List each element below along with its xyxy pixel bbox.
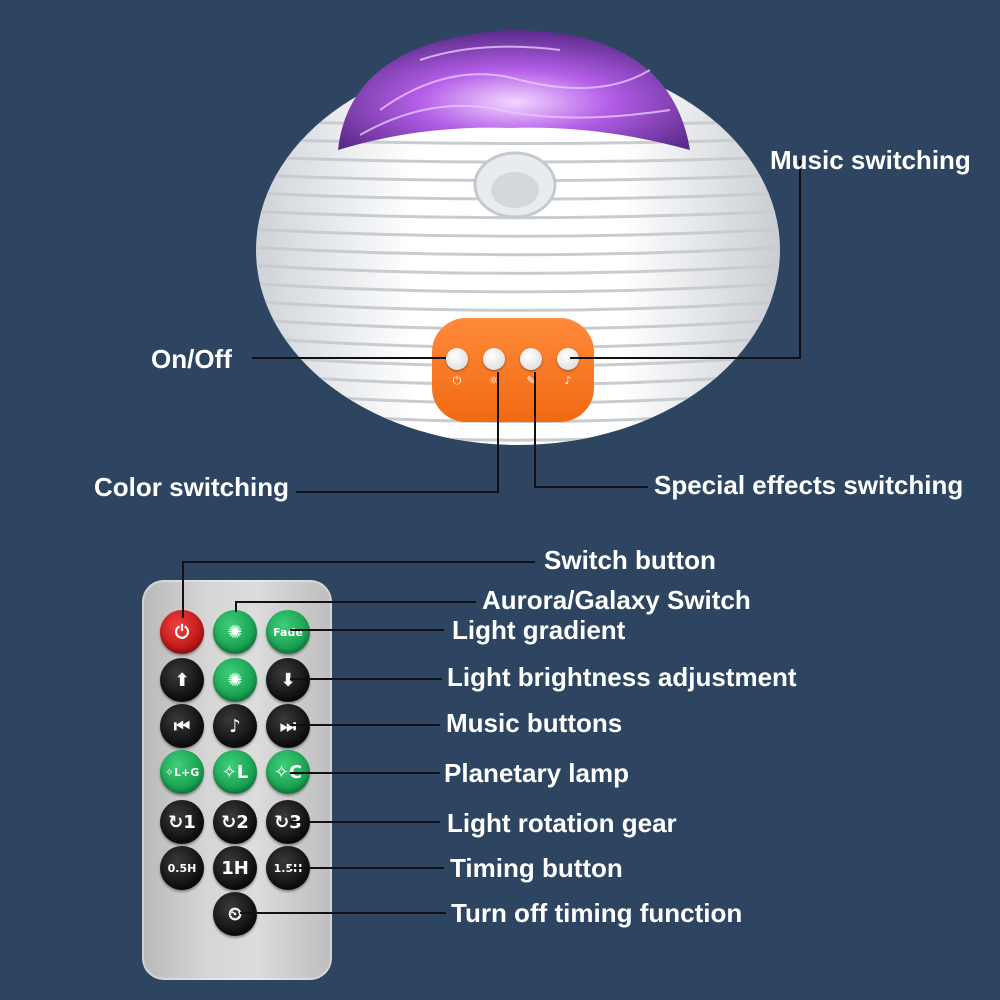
arrow-up-icon: ⬆ xyxy=(174,669,190,691)
control-panel: ⏻ ☼ ✎ ♪ xyxy=(432,318,594,422)
label-light-gradient: Light gradient xyxy=(452,615,626,645)
rotate-icon: ↻1 xyxy=(168,811,196,833)
remote-button[interactable]: ♪ xyxy=(213,704,257,748)
label-on-off: On/Off xyxy=(151,344,232,374)
label-planetary-lamp: Planetary lamp xyxy=(444,758,629,788)
projector-illustration xyxy=(256,30,780,445)
label-turn-off-timing: Turn off timing function xyxy=(451,898,743,928)
remote-button[interactable]: 0.5H xyxy=(160,846,204,890)
label-color-switching: Color switching xyxy=(94,472,289,502)
sun-icon: ✺ xyxy=(227,669,243,691)
label-music-buttons: Music buttons xyxy=(446,708,623,738)
remote-button[interactable]: 1.5H xyxy=(266,846,310,890)
wand-icon: ✎ xyxy=(526,374,536,387)
effects-button[interactable] xyxy=(520,348,542,370)
label-switch-button: Switch button xyxy=(544,545,716,575)
timer-icon: 1.5H xyxy=(273,861,303,875)
rotate-icon: ↻3 xyxy=(274,811,302,833)
clock-off-icon: ⏲ xyxy=(227,903,243,925)
remote-button[interactable]: ⬇ xyxy=(266,658,310,702)
fade-icon: Fade xyxy=(273,625,303,639)
remote-control: ⏻ ✺ Fade ⬆ ✺ ⬇ ⏮ ♪ ⏭ ✧L+G ✧L ✧C ↻1 ↻2 ↻3 0.5H 1H 1.5H ⏲ xyxy=(142,580,332,980)
remote-button[interactable]: ↻1 xyxy=(160,800,204,844)
color-button[interactable] xyxy=(483,348,505,370)
wand-icon: ✧L+G xyxy=(164,765,200,779)
remote-button[interactable]: ↻2 xyxy=(213,800,257,844)
label-timing-button: Timing button xyxy=(450,853,623,883)
rotate-icon: ↻2 xyxy=(221,811,249,833)
remote-button[interactable]: ⏻ xyxy=(160,610,204,654)
label-special-effects: Special effects switching xyxy=(654,470,964,500)
remote-button[interactable]: ✺ xyxy=(213,610,257,654)
timer-icon: 1H xyxy=(221,857,249,879)
remote-button[interactable]: ✧L xyxy=(213,750,257,794)
label-rotation-gear: Light rotation gear xyxy=(447,808,677,838)
sun-icon: ✺ xyxy=(227,621,243,643)
wand-icon: ✧L xyxy=(221,761,249,783)
label-music-switching: Music switching xyxy=(770,145,971,175)
label-aurora-galaxy: Aurora/Galaxy Switch xyxy=(482,585,751,615)
remote-button[interactable]: Fade xyxy=(266,610,310,654)
remote-button[interactable]: ⬆ xyxy=(160,658,204,702)
remote-button[interactable]: ⏮ xyxy=(160,704,204,748)
label-brightness: Light brightness adjustment xyxy=(447,662,797,692)
timer-icon: 0.5H xyxy=(167,861,197,875)
remote-button[interactable]: ✺ xyxy=(213,658,257,702)
remote-button[interactable]: ✧C xyxy=(266,750,310,794)
remote-button[interactable]: ⏭ xyxy=(266,704,310,748)
previous-icon: ⏮ xyxy=(173,715,191,737)
remote-button[interactable]: ⏲ xyxy=(213,892,257,936)
remote-button[interactable]: ✧L+G xyxy=(160,750,204,794)
arrow-down-icon: ⬇ xyxy=(280,669,296,691)
music-button[interactable] xyxy=(557,348,579,370)
sun-icon: ☼ xyxy=(489,374,499,387)
power-icon: ⏻ xyxy=(174,621,190,643)
music-note-icon: ♪ xyxy=(564,374,572,387)
remote-button[interactable]: 1H xyxy=(213,846,257,890)
music-note-icon: ♪ xyxy=(229,715,241,737)
projector-dome xyxy=(338,30,690,150)
power-icon: ⏻ xyxy=(452,374,462,387)
wand-icon: ✧C xyxy=(273,761,303,783)
remote-button[interactable]: ↻3 xyxy=(266,800,310,844)
next-icon: ⏭ xyxy=(279,715,297,737)
power-button[interactable] xyxy=(446,348,468,370)
